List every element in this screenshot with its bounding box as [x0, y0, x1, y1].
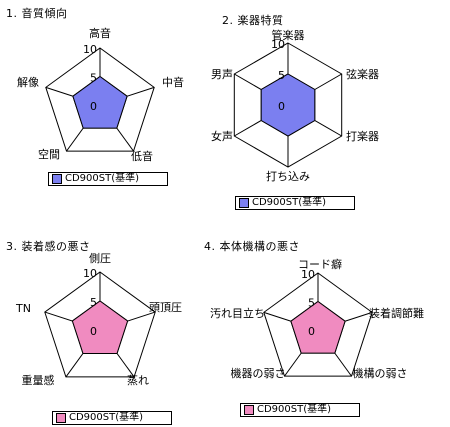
- chart-title: 3. 装着感の悪さ: [6, 240, 91, 253]
- axis-label: 重量感: [22, 373, 55, 387]
- axis-label: 管楽器: [272, 28, 305, 42]
- axis-label: コード癖: [298, 257, 342, 271]
- series-polygon: [290, 300, 346, 354]
- axis-label: 低音: [131, 149, 153, 163]
- legend-label: CD900ST(基準): [252, 197, 327, 208]
- axis-label: 機構の弱さ: [353, 366, 408, 380]
- axis-label: 蒸れ: [127, 374, 149, 387]
- legend-swatch: [52, 174, 62, 184]
- tick-label-10: 10: [83, 43, 97, 56]
- legend-label: CD900ST(基準): [257, 404, 332, 415]
- tick-label-5: 5: [308, 297, 315, 310]
- legend-label: CD900ST(基準): [65, 173, 140, 184]
- legend-swatch: [244, 405, 254, 415]
- series-polygon: [72, 75, 128, 129]
- tick-label-10: 10: [301, 268, 315, 281]
- axis-label: 頭頂圧: [149, 301, 182, 314]
- tick-label-0: 0: [90, 100, 97, 113]
- axis-label: 装着調節難: [369, 306, 424, 320]
- legend: CD900ST(基準): [235, 196, 355, 210]
- series-polygon: [260, 73, 316, 137]
- tick-label-0: 0: [278, 100, 285, 113]
- axis-label: 打ち込み: [266, 169, 310, 183]
- legend: CD900ST(基準): [48, 172, 168, 186]
- tick-label-5: 5: [90, 72, 97, 85]
- axis-label: 機器の弱さ: [231, 366, 286, 380]
- axis-label: 側圧: [89, 252, 111, 265]
- axis-label: 汚れ目立ち: [210, 306, 265, 320]
- chart-title: 4. 本体機構の悪さ: [204, 240, 300, 253]
- chart-title: 1. 音質傾向: [6, 7, 68, 20]
- axis-label: TN: [15, 302, 31, 315]
- axis-label: 弦楽器: [346, 67, 379, 81]
- axis-label: 空間: [38, 147, 60, 161]
- legend-label: CD900ST(基準): [69, 412, 144, 423]
- axis-label: 男声: [211, 67, 233, 81]
- legend: CD900ST(基準): [240, 403, 360, 417]
- legend: CD900ST(基準): [52, 411, 172, 425]
- tick-label-0: 0: [90, 325, 97, 338]
- axis-label: 高音: [89, 26, 111, 40]
- axis-label: 打楽器: [346, 129, 379, 143]
- legend-swatch: [56, 413, 66, 423]
- series-polygon: [71, 300, 129, 354]
- tick-label-0: 0: [308, 325, 315, 338]
- axis-label: 女声: [211, 129, 233, 143]
- tick-label-5: 5: [278, 69, 285, 82]
- tick-label-10: 10: [83, 267, 97, 280]
- axis-label: 解像: [17, 75, 39, 89]
- chart-title: 2. 楽器特質: [222, 14, 284, 27]
- tick-label-10: 10: [271, 38, 285, 51]
- axis-label: 中音: [162, 75, 184, 89]
- legend-swatch: [239, 198, 249, 208]
- tick-label-5: 5: [90, 296, 97, 309]
